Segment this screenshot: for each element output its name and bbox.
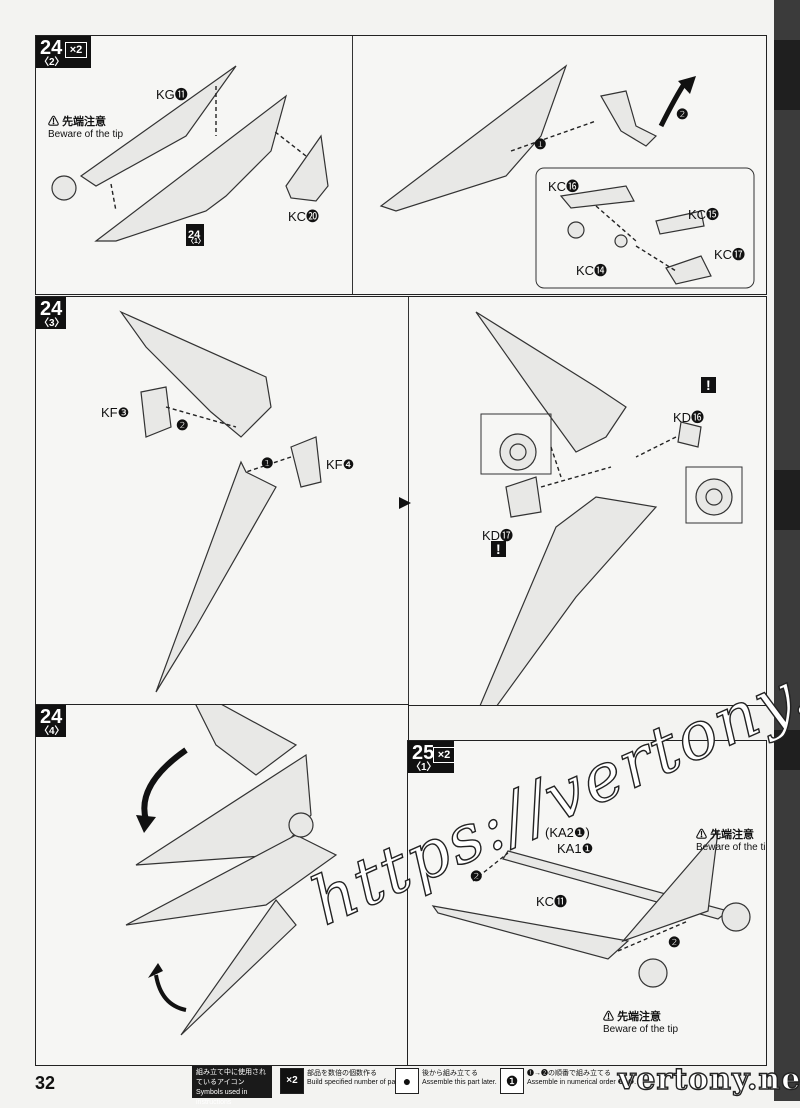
legend-title-jp: 組み立て中に使用されているアイコン [196,1069,266,1086]
step-substep: 〈2〉 [39,57,65,68]
part-label-kc11: KC⓫ [536,894,568,909]
step-24-3-panel: 24 〈3〉 [35,296,767,706]
step-substep: 〈3〉 [39,318,65,329]
step-substep: 〈4〉 [39,726,65,737]
part-label-kc20: KC⓴ [288,209,320,224]
multiplier-badge: ×2 [65,42,87,58]
caution-en: Beware of the tip [48,129,124,140]
step-24-4-illustration [125,705,338,1036]
part-label-kg11: KG⓫ [156,87,188,102]
step-badge: 24 〈3〉 [36,297,66,329]
step-25-1-illustration [431,829,751,988]
step-24-4-panel: 24 〈4〉 [35,704,409,1066]
caution-en: Beware of the tip [603,1024,679,1035]
legend-item-multiply: ×2 部品を数倍の個数作る Build specified number of p… [280,1066,405,1098]
legend-text-jp: 後から組み立てる [422,1070,478,1077]
part-label-kf4: KF❹ [326,457,355,472]
caution-note: ⚠ 先端注意 Beware of the tip [603,1011,679,1035]
part-label-kc17: KC⓱ [714,247,746,262]
step-badge: 24 〈4〉 [36,705,66,737]
step-24-2-illustration [51,64,755,289]
edge-tab [774,730,800,770]
step-number: 25 [412,742,435,764]
divider [408,297,409,705]
order-marker-2: ❷ [176,417,189,433]
divider [352,36,353,294]
part-label-kc15: KC⓯ [688,207,720,222]
order-marker-2: ❷ [676,106,689,122]
legend-text-en: Build specified number of parts. [307,1079,406,1086]
attention-icon: ! [701,377,716,393]
order-marker-2: ❷ [470,868,483,884]
order-icon: ❶ [500,1068,524,1094]
step-ref-badge: 24 〈1〉 [186,224,205,246]
legend-title: 組み立て中に使用されているアイコン Symbols used in instru… [192,1066,272,1106]
legend-item-later: ● 後から組み立てる Assemble this part later. [395,1066,500,1098]
legend-text-jp: 部品を数倍の個数作る [307,1070,377,1077]
part-label-kc14: KC⓮ [576,263,608,278]
multiplier-badge: ×2 [433,747,455,763]
legend-text-en: Assemble this part later. [422,1079,497,1086]
part-label-ka1: KA1❶ [557,841,594,856]
order-marker-1: ❶ [261,455,274,471]
part-label-kf3: KF❸ [101,405,130,420]
later-icon: ● [395,1068,419,1094]
step-badge: 25 〈1〉 ×2 [408,741,455,773]
edge-tab [774,470,800,530]
order-marker-1: ❶ [534,136,547,152]
caution-jp: 先端注意 [62,116,107,128]
caution-note: ⚠ 先端注意 Beware of the tip [696,829,767,854]
caution-note: ⚠ 先端注意 Beware of the tip [48,116,124,140]
step-25-1-panel: 25 〈1〉 ×2 (KA2❶) KA1❶ KC⓫ ❷ ❷ ⚠ 先端注意 Bew… [407,740,767,1066]
caution-en: Beware of the tip [696,842,767,853]
legend-text-en: Assemble in numerical order ❶, ❷. [527,1079,637,1086]
page-number: 32 [35,1073,56,1093]
attention-icon: ! [491,541,506,557]
watermark-corner: vertony.net [617,1061,800,1097]
part-label-ka2: (KA2❶) [545,825,590,840]
step-24-3-illustration [119,310,743,705]
step-ref-number: 24 [188,229,201,241]
legend-title-en: Symbols used in instructions [196,1089,248,1106]
multiply-icon: ×2 [280,1068,304,1094]
part-label-kd17: KD⓱ [482,528,514,543]
step-24-2-panel: 24 〈2〉 ×2 [35,35,767,295]
caution-jp: 先端注意 [710,829,755,841]
step-badge: 24 〈2〉 ×2 [36,36,91,68]
part-label-kd16: KD⓰ [673,410,705,425]
legend-item-order: ❶ ❶→❷の順番で組み立てる Assemble in numerical orde… [500,1066,636,1098]
page-edge [774,0,800,1101]
step-substep: 〈1〉 [411,762,437,773]
order-marker-2: ❷ [668,934,681,950]
caution-jp: 先端注意 [617,1011,662,1023]
edge-tab [774,40,800,110]
legend-text-jp: ❶→❷の順番で組み立てる [527,1070,611,1077]
step-number: 24 [40,706,63,728]
part-label-kc16: KC⓰ [548,179,580,194]
step-number: 24 [40,37,63,59]
step-ref-sub: 〈1〉 [187,238,205,245]
step-number: 24 [40,298,63,320]
